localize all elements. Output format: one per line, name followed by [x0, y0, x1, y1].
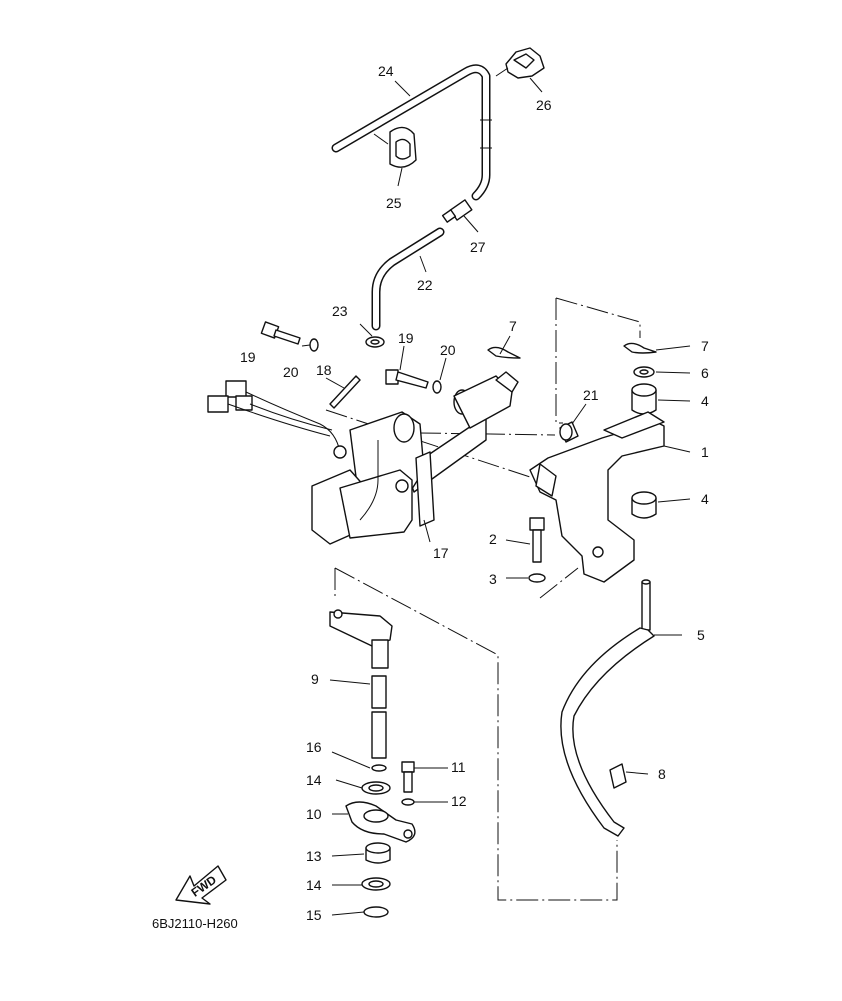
arm-9-upper	[329, 609, 393, 669]
callout-12: 12	[451, 793, 467, 809]
callout-16: 16	[306, 739, 322, 755]
callout-18: 18	[316, 362, 332, 378]
callout-numbers: 24 26 25 27 22 23 7 7 19 20 19 20 18 6 2…	[240, 63, 709, 923]
callout-leaders	[301, 77, 691, 916]
callout-4-lower: 4	[701, 491, 709, 507]
bolt-11	[401, 761, 415, 793]
callout-26: 26	[536, 97, 552, 113]
callout-17: 17	[433, 545, 449, 561]
washer-20-mid	[432, 380, 442, 394]
callout-21: 21	[583, 387, 599, 403]
clip-26	[495, 47, 545, 79]
fwd-arrow-icon: FWD	[175, 865, 227, 905]
callout-2: 2	[489, 531, 497, 547]
callout-27: 27	[470, 239, 486, 255]
bolt-19-mid	[385, 369, 429, 389]
hose-24	[331, 64, 492, 201]
clamp-23	[365, 336, 385, 348]
hose-22	[371, 227, 445, 331]
callout-22: 22	[417, 277, 433, 293]
ring-16	[371, 764, 387, 772]
callout-7-left: 7	[509, 318, 517, 334]
actuator-17	[311, 371, 519, 545]
callout-10: 10	[306, 806, 322, 822]
bushing-4-lower	[631, 491, 657, 519]
tie-18	[329, 375, 361, 409]
circlip-15	[363, 906, 389, 918]
callout-24: 24	[378, 63, 394, 79]
washer-6	[633, 366, 655, 378]
callout-20-left: 20	[283, 364, 299, 380]
callout-23: 23	[332, 303, 348, 319]
callout-6: 6	[701, 365, 709, 381]
callout-19-left: 19	[240, 349, 256, 365]
washer-14-upper	[361, 781, 391, 795]
clip-7-right	[623, 342, 657, 354]
callout-1: 1	[701, 444, 709, 460]
bushing-13	[365, 842, 391, 864]
bolt-2	[529, 517, 545, 563]
callout-19-mid: 19	[398, 330, 414, 346]
bracket-1	[529, 411, 665, 583]
callout-15: 15	[306, 907, 322, 923]
clamp-25	[389, 126, 417, 168]
arm-10	[345, 801, 416, 843]
washer-20-left	[309, 338, 319, 352]
joint-27	[441, 199, 473, 223]
washer-12	[401, 798, 415, 806]
callout-25: 25	[386, 195, 402, 211]
wiring-harness	[207, 380, 341, 453]
callout-20-mid: 20	[440, 342, 456, 358]
link-5	[560, 579, 655, 837]
washer-14-lower	[361, 877, 391, 891]
callout-9: 9	[311, 671, 319, 687]
callout-7-right: 7	[701, 338, 709, 354]
bushing-4-upper	[631, 383, 657, 415]
callout-14-lower: 14	[306, 877, 322, 893]
figure-code: 6BJ2110-H260	[152, 916, 238, 931]
shaft-9	[371, 675, 387, 759]
collar-21	[559, 421, 579, 443]
callout-5: 5	[697, 627, 705, 643]
callout-13: 13	[306, 848, 322, 864]
callout-8: 8	[658, 766, 666, 782]
washer-3	[528, 573, 546, 583]
bolt-19-left	[260, 321, 301, 345]
callout-3: 3	[489, 571, 497, 587]
callout-11: 11	[451, 759, 466, 775]
clip-7-left	[487, 346, 521, 359]
callout-4-upper: 4	[701, 393, 709, 409]
callout-14-upper: 14	[306, 772, 322, 788]
